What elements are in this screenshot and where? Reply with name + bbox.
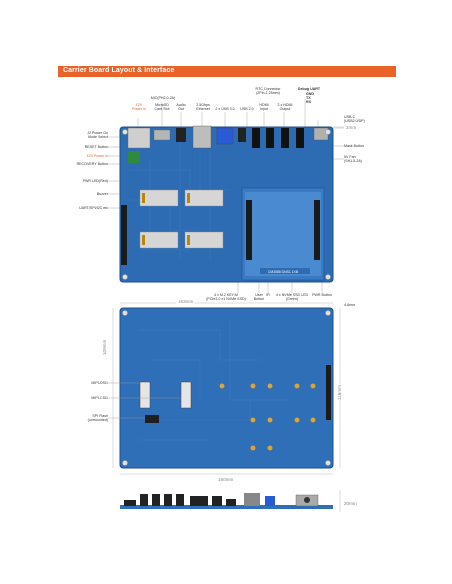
label-12v-power: 12V Power in bbox=[86, 154, 108, 158]
label-debug-uart: Debug UART bbox=[297, 87, 321, 91]
label-mipi-dsi: MIPI-DSI1 bbox=[91, 381, 108, 385]
label-usbc: USB-C (USB2.0/DP) bbox=[344, 115, 365, 123]
label-hdmi-in: HDMI Input bbox=[259, 103, 269, 111]
label-uart: UART/SPI/I2C etc bbox=[79, 206, 108, 210]
dim-side: 20mm bbox=[344, 501, 357, 506]
label-pwr-led: PWR LED(Red) bbox=[82, 179, 108, 183]
dim-thickness: 2mm bbox=[346, 125, 357, 130]
label-right-dim: 4-6mm bbox=[344, 303, 356, 307]
label-pcie: 4 x M.2 KEY-M (PCIe3.0 x1 NVMe SSD) bbox=[206, 293, 246, 301]
label-power-in: 12V Power in bbox=[132, 103, 146, 111]
label-mic: MIC(PH2.0-2A) bbox=[150, 96, 176, 100]
label-microsd: MicroSD Card Slot bbox=[154, 103, 170, 111]
label-rx: RX bbox=[306, 100, 311, 104]
label-rtc: RTC Connector (2Pin-1.25mm) bbox=[255, 87, 281, 95]
label-chip: CM3588 DNS1 1XB bbox=[267, 270, 299, 274]
section-title: Carrier Board Layout & Interface bbox=[63, 67, 175, 74]
label-fan: 5V Fan (SH1.5-2A) bbox=[344, 155, 362, 163]
label-ssd-led: 4 x NVMe SSD LED (Green) bbox=[275, 293, 309, 301]
label-usb20: USB 2.0 bbox=[240, 107, 254, 111]
label-mipi-csi: MIPI-CSI1 bbox=[91, 396, 108, 400]
label-audio: Audio Out bbox=[176, 103, 186, 111]
label-ethernet: 2.5Gbps Ethernet bbox=[196, 103, 210, 111]
label-gnd: GND bbox=[306, 92, 314, 96]
label-usb30: 2 x USB 3.0 bbox=[215, 107, 235, 111]
label-spi-flash: SPI Flash (unmounted) bbox=[87, 414, 108, 422]
label-recovery: RECOVERY Button bbox=[76, 162, 108, 166]
label-j2: J2 Power On Mode Select bbox=[87, 131, 108, 139]
label-tx: TX bbox=[306, 96, 311, 100]
label-reset: RESET Button bbox=[84, 145, 108, 149]
section-header: Carrier Board Layout & Interface bbox=[58, 66, 396, 77]
label-user-button: User Button bbox=[253, 293, 265, 301]
dim-width-bottom: 160mm bbox=[218, 477, 234, 482]
label-hdmi-out: 2 x HDMI Output bbox=[277, 103, 293, 111]
label-buzzer: Buzzer bbox=[96, 192, 108, 196]
dim-width-top: 153mm bbox=[176, 299, 196, 304]
label-mask: Mask Button bbox=[344, 144, 364, 148]
label-pwr-button: PWR Button bbox=[312, 293, 332, 297]
label-ir: IR bbox=[266, 293, 270, 297]
